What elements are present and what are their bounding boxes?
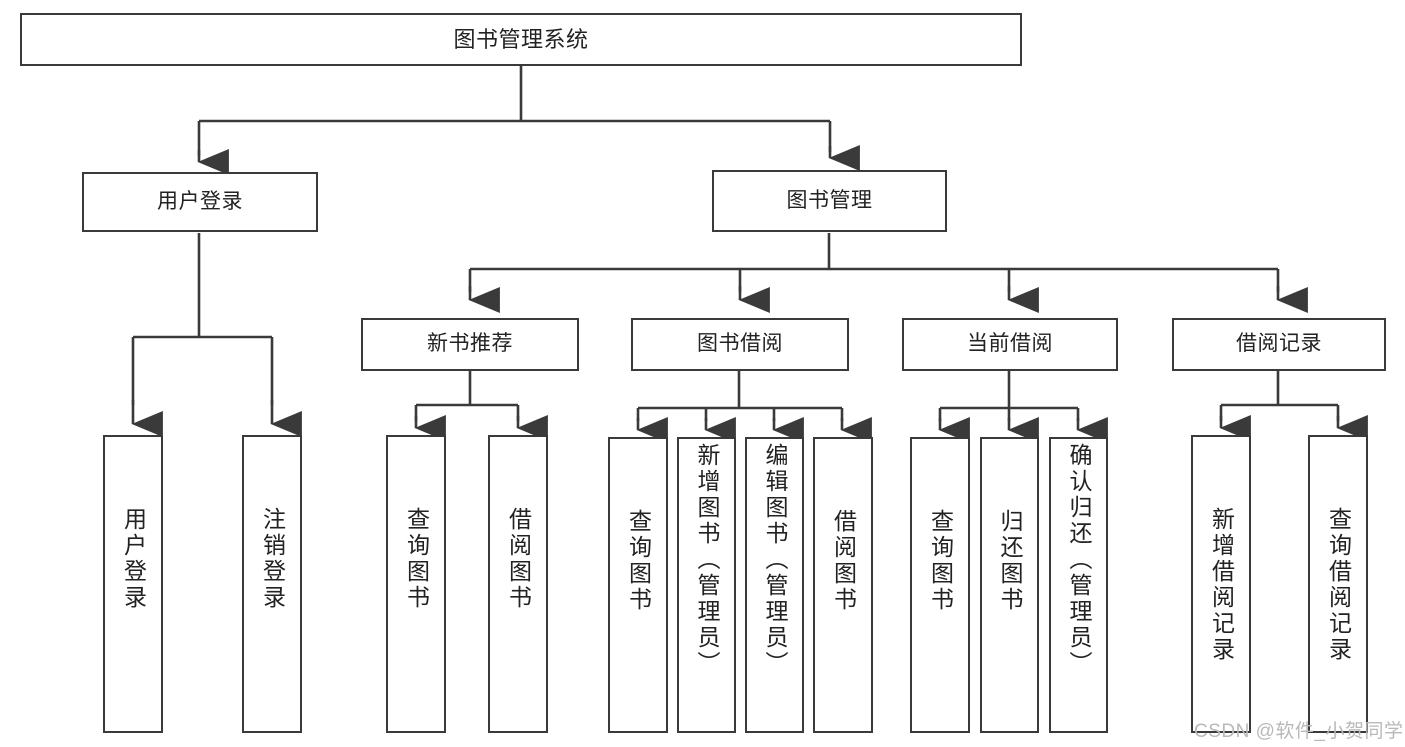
node-label: 编辑图书（管理员） bbox=[762, 443, 788, 677]
leaf-borrow-borrow-book[interactable]: 借阅图书 bbox=[813, 437, 873, 733]
node-label: 图书借阅 bbox=[697, 332, 783, 356]
node-label: 注销登录 bbox=[259, 507, 286, 611]
node-label: 当前借阅 bbox=[967, 332, 1053, 356]
leaf-user-login-logout[interactable]: 注销登录 bbox=[242, 435, 302, 733]
node-label: 归还图书 bbox=[997, 509, 1023, 613]
leaf-record-add-record[interactable]: 新增借阅记录 bbox=[1191, 435, 1251, 733]
node-current-borrow[interactable]: 当前借阅 bbox=[902, 318, 1118, 371]
leaf-current-return-book[interactable]: 归还图书 bbox=[980, 437, 1039, 733]
node-label: 用户登录 bbox=[157, 189, 243, 213]
node-label: 借阅图书 bbox=[505, 507, 532, 611]
node-borrow-record[interactable]: 借阅记录 bbox=[1172, 318, 1386, 371]
node-new-book-recommend[interactable]: 新书推荐 bbox=[361, 318, 579, 371]
leaf-user-login-login[interactable]: 用户登录 bbox=[103, 435, 163, 733]
node-label: 图书管理 bbox=[786, 188, 873, 212]
node-label: 用户登录 bbox=[120, 507, 147, 611]
leaf-borrow-edit-book-admin[interactable]: 编辑图书（管理员） bbox=[745, 437, 804, 733]
leaf-borrow-add-book-admin[interactable]: 新增图书（管理员） bbox=[677, 437, 736, 733]
node-label: 借阅图书 bbox=[830, 509, 857, 613]
node-label: 新增借阅记录 bbox=[1208, 507, 1235, 663]
node-label: 新增图书（管理员） bbox=[694, 443, 720, 677]
leaf-recommend-borrow-book[interactable]: 借阅图书 bbox=[488, 435, 548, 733]
leaf-current-confirm-return-admin[interactable]: 确认归还（管理员） bbox=[1049, 437, 1108, 733]
node-label: 查询借阅记录 bbox=[1325, 507, 1352, 663]
leaf-record-query-record[interactable]: 查询借阅记录 bbox=[1308, 435, 1368, 733]
leaf-recommend-query-book[interactable]: 查询图书 bbox=[386, 435, 446, 733]
node-label: 查询图书 bbox=[625, 509, 652, 613]
node-book-management[interactable]: 图书管理 bbox=[712, 170, 947, 232]
node-user-login[interactable]: 用户登录 bbox=[82, 172, 318, 232]
node-label: 新书推荐 bbox=[427, 332, 513, 356]
leaf-borrow-query-book[interactable]: 查询图书 bbox=[608, 437, 668, 733]
node-book-borrow[interactable]: 图书借阅 bbox=[631, 318, 849, 371]
node-root-system[interactable]: 图书管理系统 bbox=[20, 13, 1022, 66]
node-label: 确认归还（管理员） bbox=[1066, 443, 1092, 677]
node-label: 查询图书 bbox=[927, 509, 954, 613]
node-label: 图书管理系统 bbox=[453, 26, 589, 52]
csdn-watermark: CSDN @软件_小贺同学 bbox=[1194, 721, 1404, 742]
leaf-current-query-book[interactable]: 查询图书 bbox=[910, 437, 970, 733]
node-label: 查询图书 bbox=[403, 507, 430, 611]
node-label: 借阅记录 bbox=[1236, 332, 1322, 356]
